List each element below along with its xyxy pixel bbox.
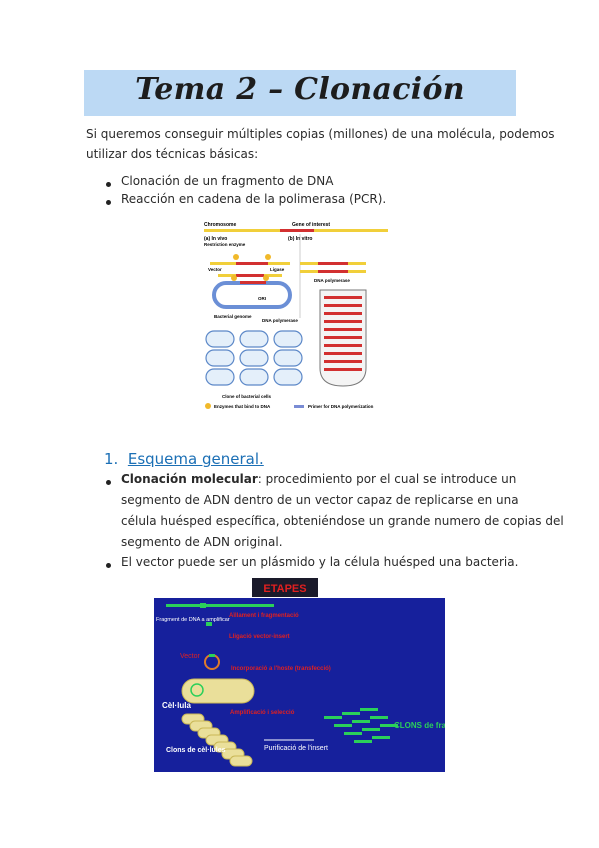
stage-amplification: Amplificació i selecció <box>230 710 295 716</box>
bullet-dot <box>106 200 111 205</box>
label-cell: Cèl·lula <box>162 701 191 710</box>
pcr-copies <box>324 296 362 371</box>
section-title: Esquema general. <box>127 450 264 468</box>
label-in-vivo: (a) In vivo <box>204 236 227 242</box>
label-purification: Purificació de l'insert <box>264 745 328 752</box>
bullet-dot <box>106 563 111 568</box>
definition-line-1: Clonación molecular: procedimiento por e… <box>121 469 516 490</box>
technique-item: Clonación de un fragmento de DNA <box>121 174 334 188</box>
bullet-dot <box>106 182 111 187</box>
label-vector: Vector <box>180 653 201 660</box>
intro-line-2: utilizar dos técnicas básicas: <box>86 147 259 161</box>
label-vector: Vector <box>208 267 222 272</box>
bullet-dot <box>106 480 111 485</box>
legend-primer-icon <box>294 405 304 408</box>
cloning-vs-pcr-figure: Chromosome Gene of interest (a) In vivo … <box>200 218 400 414</box>
technique-item: Reacción en cadena de la polimerasa (PCR… <box>121 192 387 206</box>
section-number: 1. <box>104 450 119 468</box>
stage-isolation: Aïllament i fragmentació <box>229 613 299 619</box>
label-ligase: Ligase <box>270 267 285 272</box>
label-fragment: Fragment de DNA a amplificar <box>156 617 230 623</box>
section-heading: 1. Esquema general. <box>104 450 264 468</box>
label-fragment-clones: CLONS de fragments <box>394 721 445 730</box>
definition-line-4: segmento de ADN original. <box>121 535 283 549</box>
label-dna-pol-left: DNA polymerase <box>262 318 298 323</box>
label-clone: Clone of bacterial cells <box>222 394 272 399</box>
legend-enzyme-icon <box>205 403 211 409</box>
label-bacterial-genome: Bacterial genome <box>214 314 252 319</box>
definition-term: Clonación molecular <box>121 472 258 486</box>
bacterial-clones <box>205 330 303 386</box>
label-chromosome: Chromosome <box>204 222 236 228</box>
cloning-stages-figure: ETAPES Fragment de DNA a amplificar Aïll… <box>154 578 445 772</box>
label-dna-pol-right: DNA polymerase <box>314 278 350 283</box>
stages-header: ETAPES <box>263 583 306 595</box>
label-ori: ORI <box>258 296 266 301</box>
label-cell-clones-1: Clons de cèl·lules <box>166 747 226 754</box>
cell-clones <box>181 713 253 767</box>
definition-text: : procedimiento por el cual se introduce… <box>257 472 517 486</box>
stage-transfection: Incorporació a l'hoste (transfecció) <box>231 666 331 672</box>
vector-note: El vector puede ser un plásmido y la cél… <box>121 555 519 569</box>
page-title: Tema 2 – Clonación <box>135 72 465 107</box>
intro-line-1: Si queremos conseguir múltiples copias (… <box>86 127 555 141</box>
label-gene: Gene of interest <box>292 222 330 228</box>
title-highlight <box>84 70 516 116</box>
legend-primer: Primer for DNA polymerization <box>308 404 374 409</box>
stage-ligation: Lligació vector-insert <box>229 634 290 640</box>
definition-line-3: célula huésped específica, obteniéndose … <box>121 514 564 528</box>
definition-line-2: segmento de ADN dentro de un vector capa… <box>121 493 519 507</box>
legend-enzymes: Enzymes that bind to DNA <box>214 404 271 409</box>
label-restriction: Restriction enzyme <box>204 242 246 247</box>
fragment-clones <box>324 708 398 743</box>
